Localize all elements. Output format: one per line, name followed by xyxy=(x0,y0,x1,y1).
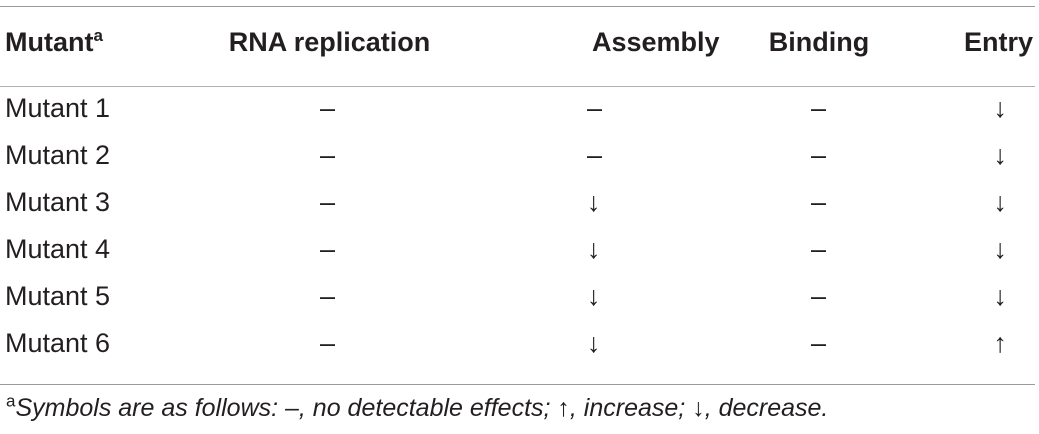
table-row: Mutant 3 – ↓ – ↓ xyxy=(0,179,1035,226)
cell-entry: ↓ xyxy=(993,140,1008,170)
header-assembly: Assembly xyxy=(592,26,720,57)
table-body: Mutant 1 – – – ↓ Mutant 2 – – – ↓ Mutant… xyxy=(0,70,1035,367)
header-mutant-label: Mutant xyxy=(5,26,94,57)
cell-mutant: Mutant 3 xyxy=(5,187,111,217)
cell-binding: – xyxy=(811,140,827,170)
cell-mutant: Mutant 1 xyxy=(5,92,111,123)
cell-rna-replication: – xyxy=(320,187,336,217)
mutant-effects-table: Mutanta RNA replication Assembly Binding… xyxy=(0,14,1035,367)
cell-rna-replication: – xyxy=(320,140,336,170)
header-entry: Entry xyxy=(963,26,1033,57)
cell-entry: ↓ xyxy=(993,234,1008,264)
top-rule xyxy=(0,6,1035,7)
cell-assembly: – xyxy=(587,140,603,170)
table-row: Mutant 4 – ↓ – ↓ xyxy=(0,226,1035,273)
cell-binding: – xyxy=(811,328,827,358)
cell-binding: – xyxy=(811,187,827,217)
table-footnote: aSymbols are as follows: –, no detectabl… xyxy=(6,391,829,423)
table-row: Mutant 5 – ↓ – ↓ xyxy=(0,273,1035,320)
header-rule xyxy=(0,86,1035,87)
cell-entry: ↑ xyxy=(993,328,1008,358)
footnote-mark: a xyxy=(6,391,16,411)
bottom-rule xyxy=(0,384,1035,385)
cell-mutant: Mutant 2 xyxy=(5,140,111,170)
header-mutant: Mutanta xyxy=(0,14,170,70)
cell-assembly: – xyxy=(587,92,603,123)
cell-entry: ↓ xyxy=(993,281,1008,311)
cell-binding: – xyxy=(811,234,827,264)
cell-mutant: Mutant 4 xyxy=(5,234,111,264)
cell-assembly: ↓ xyxy=(587,187,601,217)
table-row: Mutant 1 – – – ↓ xyxy=(0,70,1035,132)
header-row: Mutanta RNA replication Assembly Binding… xyxy=(0,14,1035,70)
cell-rna-replication: – xyxy=(320,281,336,311)
cell-assembly: ↓ xyxy=(587,328,601,358)
cell-rna-replication: – xyxy=(320,234,336,264)
cell-entry: ↓ xyxy=(993,187,1008,217)
table-header: Mutanta RNA replication Assembly Binding… xyxy=(0,14,1035,70)
table-row: Mutant 6 – ↓ – ↑ xyxy=(0,320,1035,367)
footnote-text: Symbols are as follows: –, no detectable… xyxy=(15,394,829,422)
cell-mutant: Mutant 5 xyxy=(5,281,111,311)
cell-mutant: Mutant 6 xyxy=(5,328,111,358)
header-mutant-footnote-mark: a xyxy=(93,25,103,45)
header-rna-replication: RNA replication xyxy=(228,26,431,57)
cell-assembly: ↓ xyxy=(587,234,601,264)
cell-rna-replication: – xyxy=(320,92,336,123)
cell-entry: ↓ xyxy=(993,92,1008,123)
header-binding: Binding xyxy=(768,26,870,57)
cell-binding: – xyxy=(811,281,827,311)
cell-binding: – xyxy=(811,92,827,123)
table-row: Mutant 2 – – – ↓ xyxy=(0,132,1035,179)
cell-assembly: ↓ xyxy=(587,281,601,311)
cell-rna-replication: – xyxy=(320,328,336,358)
